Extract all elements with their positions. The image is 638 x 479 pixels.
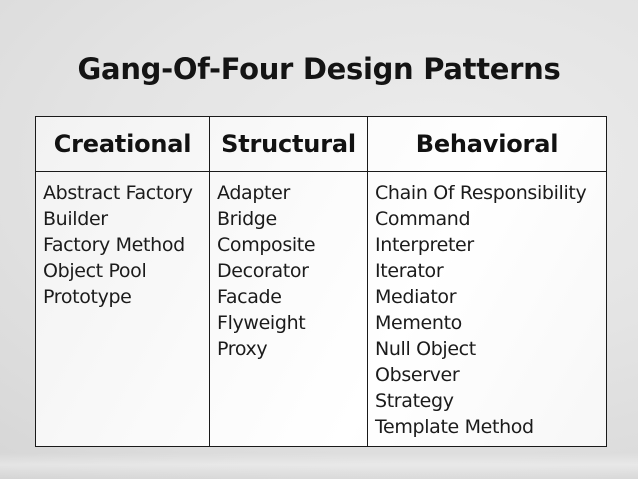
cell-behavioral: Chain Of Responsibility Command Interpre… (367, 171, 607, 447)
list-item: Adapter (217, 182, 290, 204)
list-item: Proxy (217, 338, 268, 360)
cell-creational: Abstract Factory Builder Factory Method … (35, 171, 210, 447)
list-item: Abstract Factory (43, 182, 193, 204)
list-item: Facade (217, 286, 282, 308)
list-item: Flyweight (217, 312, 306, 334)
list-item: Object Pool (43, 260, 147, 282)
list-item: Mediator (375, 286, 457, 308)
pattern-list-structural: Adapter Bridge Composite Decorator Facad… (217, 180, 360, 362)
list-item: Factory Method (43, 234, 185, 256)
page-title: Gang-Of-Four Design Patterns (77, 52, 561, 86)
list-item: Strategy (375, 390, 454, 412)
table-row: Abstract Factory Builder Factory Method … (35, 171, 607, 447)
column-header-structural: Structural (209, 116, 368, 172)
list-item: Builder (43, 208, 108, 230)
list-item: Null Object (375, 338, 476, 360)
list-item: Interpreter (375, 234, 474, 256)
table-header-row: Creational Structural Behavioral (35, 116, 607, 172)
list-item: Memento (375, 312, 462, 334)
design-patterns-table: Creational Structural Behavioral Abstrac… (35, 116, 607, 447)
column-header-behavioral: Behavioral (367, 116, 607, 172)
cell-structural: Adapter Bridge Composite Decorator Facad… (209, 171, 368, 447)
list-item: Prototype (43, 286, 132, 308)
list-item: Chain Of Responsibility (375, 182, 587, 204)
column-header-creational: Creational (35, 116, 210, 172)
list-item: Command (375, 208, 471, 230)
list-item: Bridge (217, 208, 277, 230)
pattern-list-behavioral: Chain Of Responsibility Command Interpre… (375, 180, 599, 440)
table-body: Abstract Factory Builder Factory Method … (35, 171, 607, 447)
list-item: Template Method (375, 416, 534, 438)
pattern-list-creational: Abstract Factory Builder Factory Method … (43, 180, 202, 310)
table-header: Creational Structural Behavioral (35, 116, 607, 172)
list-item: Decorator (217, 260, 309, 282)
list-item: Iterator (375, 260, 444, 282)
list-item: Composite (217, 234, 316, 256)
list-item: Observer (375, 364, 460, 386)
